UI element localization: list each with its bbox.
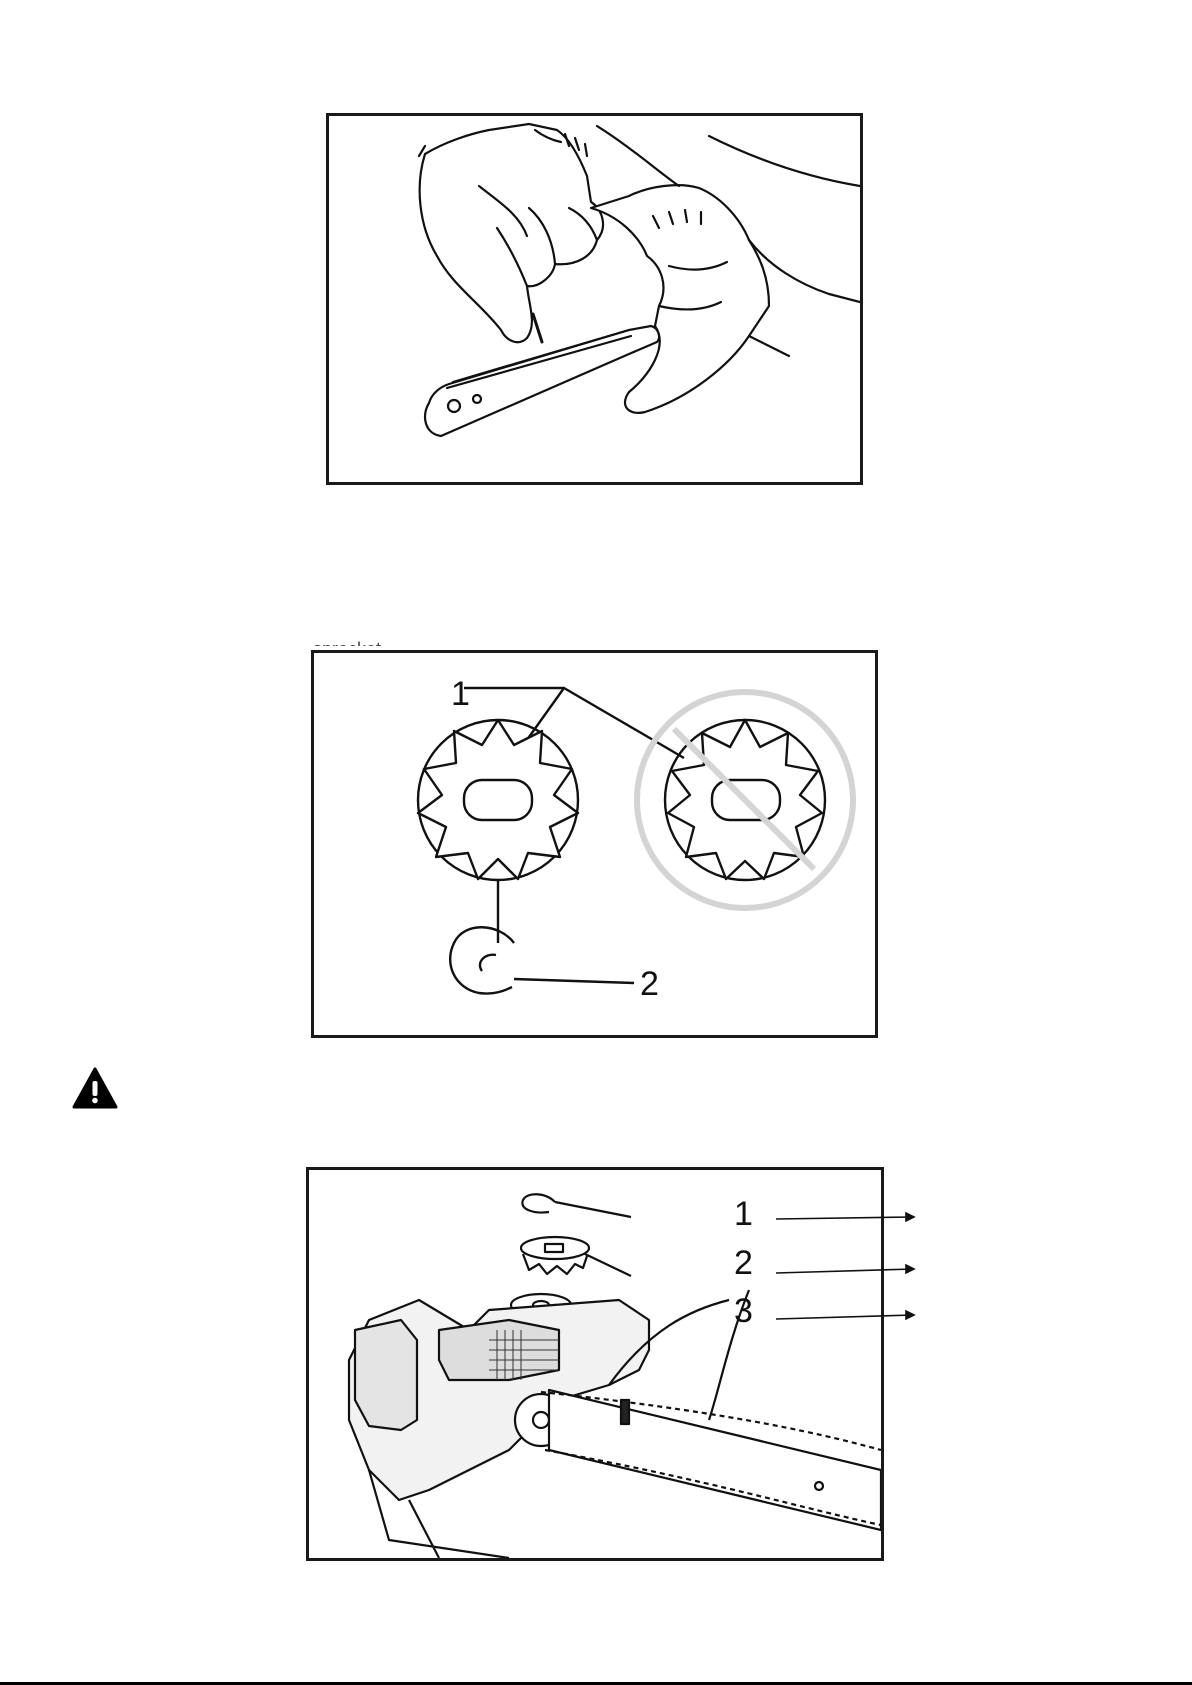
callout-3: 3 xyxy=(734,1294,753,1328)
sprocket-ok-icon xyxy=(418,720,578,880)
chainsaw-body-icon xyxy=(349,1290,881,1558)
arrow-right-icon xyxy=(776,1311,914,1319)
callout-2: 2 xyxy=(640,967,659,1001)
hand-holding-guide-bar-illustration xyxy=(329,116,860,482)
callout-1: 1 xyxy=(451,677,470,711)
figure-guide-bar-check xyxy=(326,113,863,485)
sprocket-worn-prohibited-icon xyxy=(637,692,853,908)
callout-1: 1 xyxy=(734,1197,753,1231)
circlip-icon xyxy=(522,1194,555,1212)
figure-caption-cropped: sprocket xyxy=(313,633,419,646)
arrow-right-icon xyxy=(776,1265,914,1273)
sprocket-icon xyxy=(521,1237,589,1274)
arrow-right-icon xyxy=(776,1213,914,1221)
arrow-group xyxy=(774,1205,924,1325)
sprocket-illustration xyxy=(314,653,875,1035)
caption-text: sprocket xyxy=(313,639,381,646)
warning-triangle-icon xyxy=(72,1067,118,1114)
figure-sprocket-inspection: 1 2 xyxy=(311,650,878,1038)
circlip-icon xyxy=(450,927,514,993)
callout-2: 2 xyxy=(734,1246,753,1280)
